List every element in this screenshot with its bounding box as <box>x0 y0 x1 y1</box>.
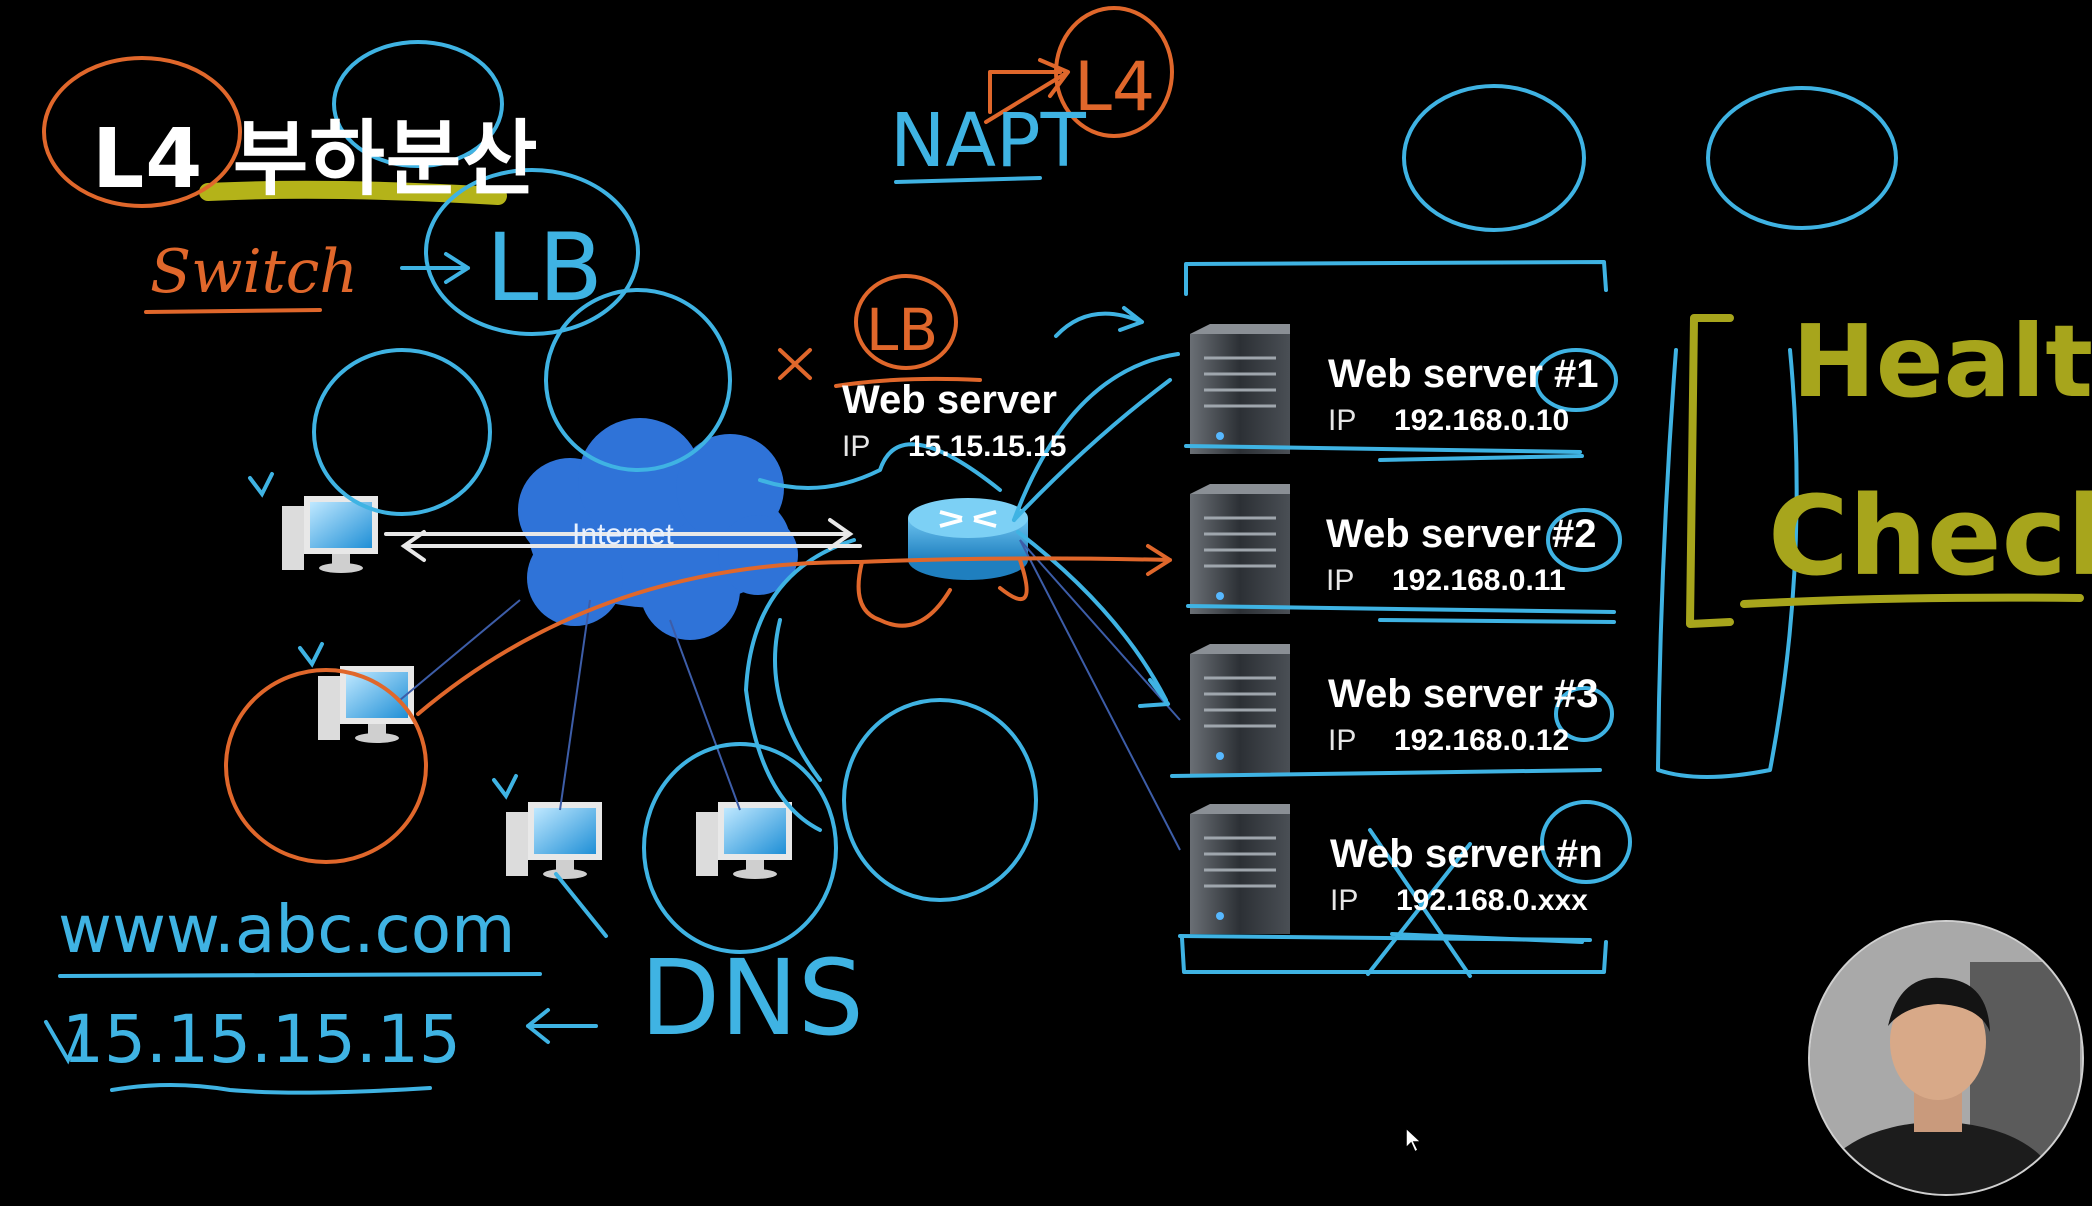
server-tower-icon <box>1190 324 1290 454</box>
presenter-webcam <box>1808 920 2084 1196</box>
network-links <box>399 539 1181 851</box>
orange-annotations <box>42 6 1174 864</box>
mouse-cursor-icon <box>1405 1126 1423 1154</box>
lb-server-ip: 15.15.15.15 <box>908 430 1067 463</box>
white-arrows <box>384 518 862 562</box>
router-icon <box>908 498 1028 580</box>
server-tower-icon <box>1190 644 1290 774</box>
yellow-annotations <box>1686 314 2084 628</box>
server-tower-icon <box>1190 804 1290 934</box>
napt-annotation: NAPT <box>890 98 1087 184</box>
check-annotation: Check <box>1768 472 2092 600</box>
client-pc-icon <box>318 666 414 743</box>
switch-annotation: Switch <box>150 237 358 307</box>
lb-server-name: Web server <box>842 378 1057 422</box>
server-ip-label-2: IP <box>1326 564 1355 597</box>
server-name-n: Web server #n <box>1330 832 1603 876</box>
check-marks <box>44 472 518 1065</box>
lb-orange-annotation: LB <box>866 296 938 364</box>
ip-annotation: 15.15.15.15 <box>62 1001 461 1078</box>
server-tower-icon <box>1190 484 1290 614</box>
dns-annotation: DNS <box>640 937 864 1059</box>
server-ip-n: 192.168.0.xxx <box>1396 884 1588 917</box>
server-name-2: Web server #2 <box>1326 512 1597 556</box>
server-ip-3: 192.168.0.12 <box>1394 724 1570 757</box>
presenter-avatar-icon <box>1810 922 2082 1194</box>
server-ip-label-1: IP <box>1328 404 1357 437</box>
url-annotation: www.abc.com <box>58 891 515 968</box>
blue-annotations <box>58 40 1898 1095</box>
page-title: L4 부하분산 <box>92 112 539 207</box>
lb-annotation: LB <box>486 214 603 323</box>
server-ip-1: 192.168.0.10 <box>1394 404 1570 437</box>
server-name-1: Web server #1 <box>1328 352 1599 396</box>
client-pc-icon <box>696 802 792 879</box>
internet-label: Internet <box>572 518 674 551</box>
health-annotation: Health <box>1792 303 2092 420</box>
server-ip-label-3: IP <box>1328 724 1357 757</box>
server-name-3: Web server #3 <box>1328 672 1599 716</box>
lb-server-ip-label: IP <box>842 430 871 463</box>
client-pc-icon <box>506 802 602 879</box>
l4-annotation: L4 <box>1074 48 1155 127</box>
server-ip-label-n: IP <box>1330 884 1359 917</box>
server-ip-2: 192.168.0.11 <box>1392 564 1566 597</box>
